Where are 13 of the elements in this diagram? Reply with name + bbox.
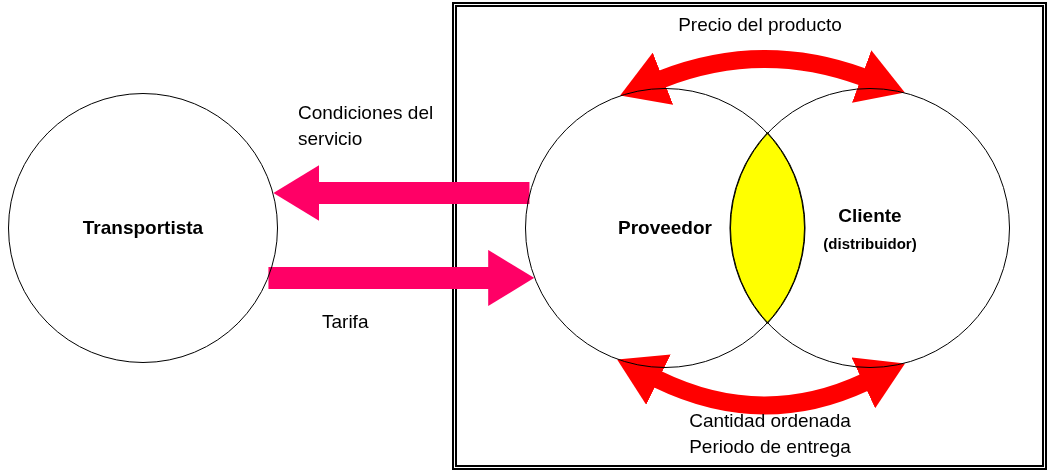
node-label: Cliente xyxy=(837,205,903,227)
edge-label: Cantidad ordenada Periodo de entrega xyxy=(688,409,852,459)
node-sublabel: (distribuidor) xyxy=(822,235,918,252)
block-arrow xyxy=(616,354,906,415)
edge-label: Condiciones del servicio xyxy=(298,101,435,151)
overlap-area xyxy=(729,132,806,324)
node-label: Proveedor xyxy=(617,217,713,239)
edge-label: Precio del producto xyxy=(677,13,843,37)
node-label: Transportista xyxy=(81,217,205,239)
block-arrow xyxy=(619,50,906,106)
block-arrow xyxy=(273,165,530,222)
block-arrow xyxy=(268,249,535,306)
edge-label: Tarifa xyxy=(322,310,370,334)
